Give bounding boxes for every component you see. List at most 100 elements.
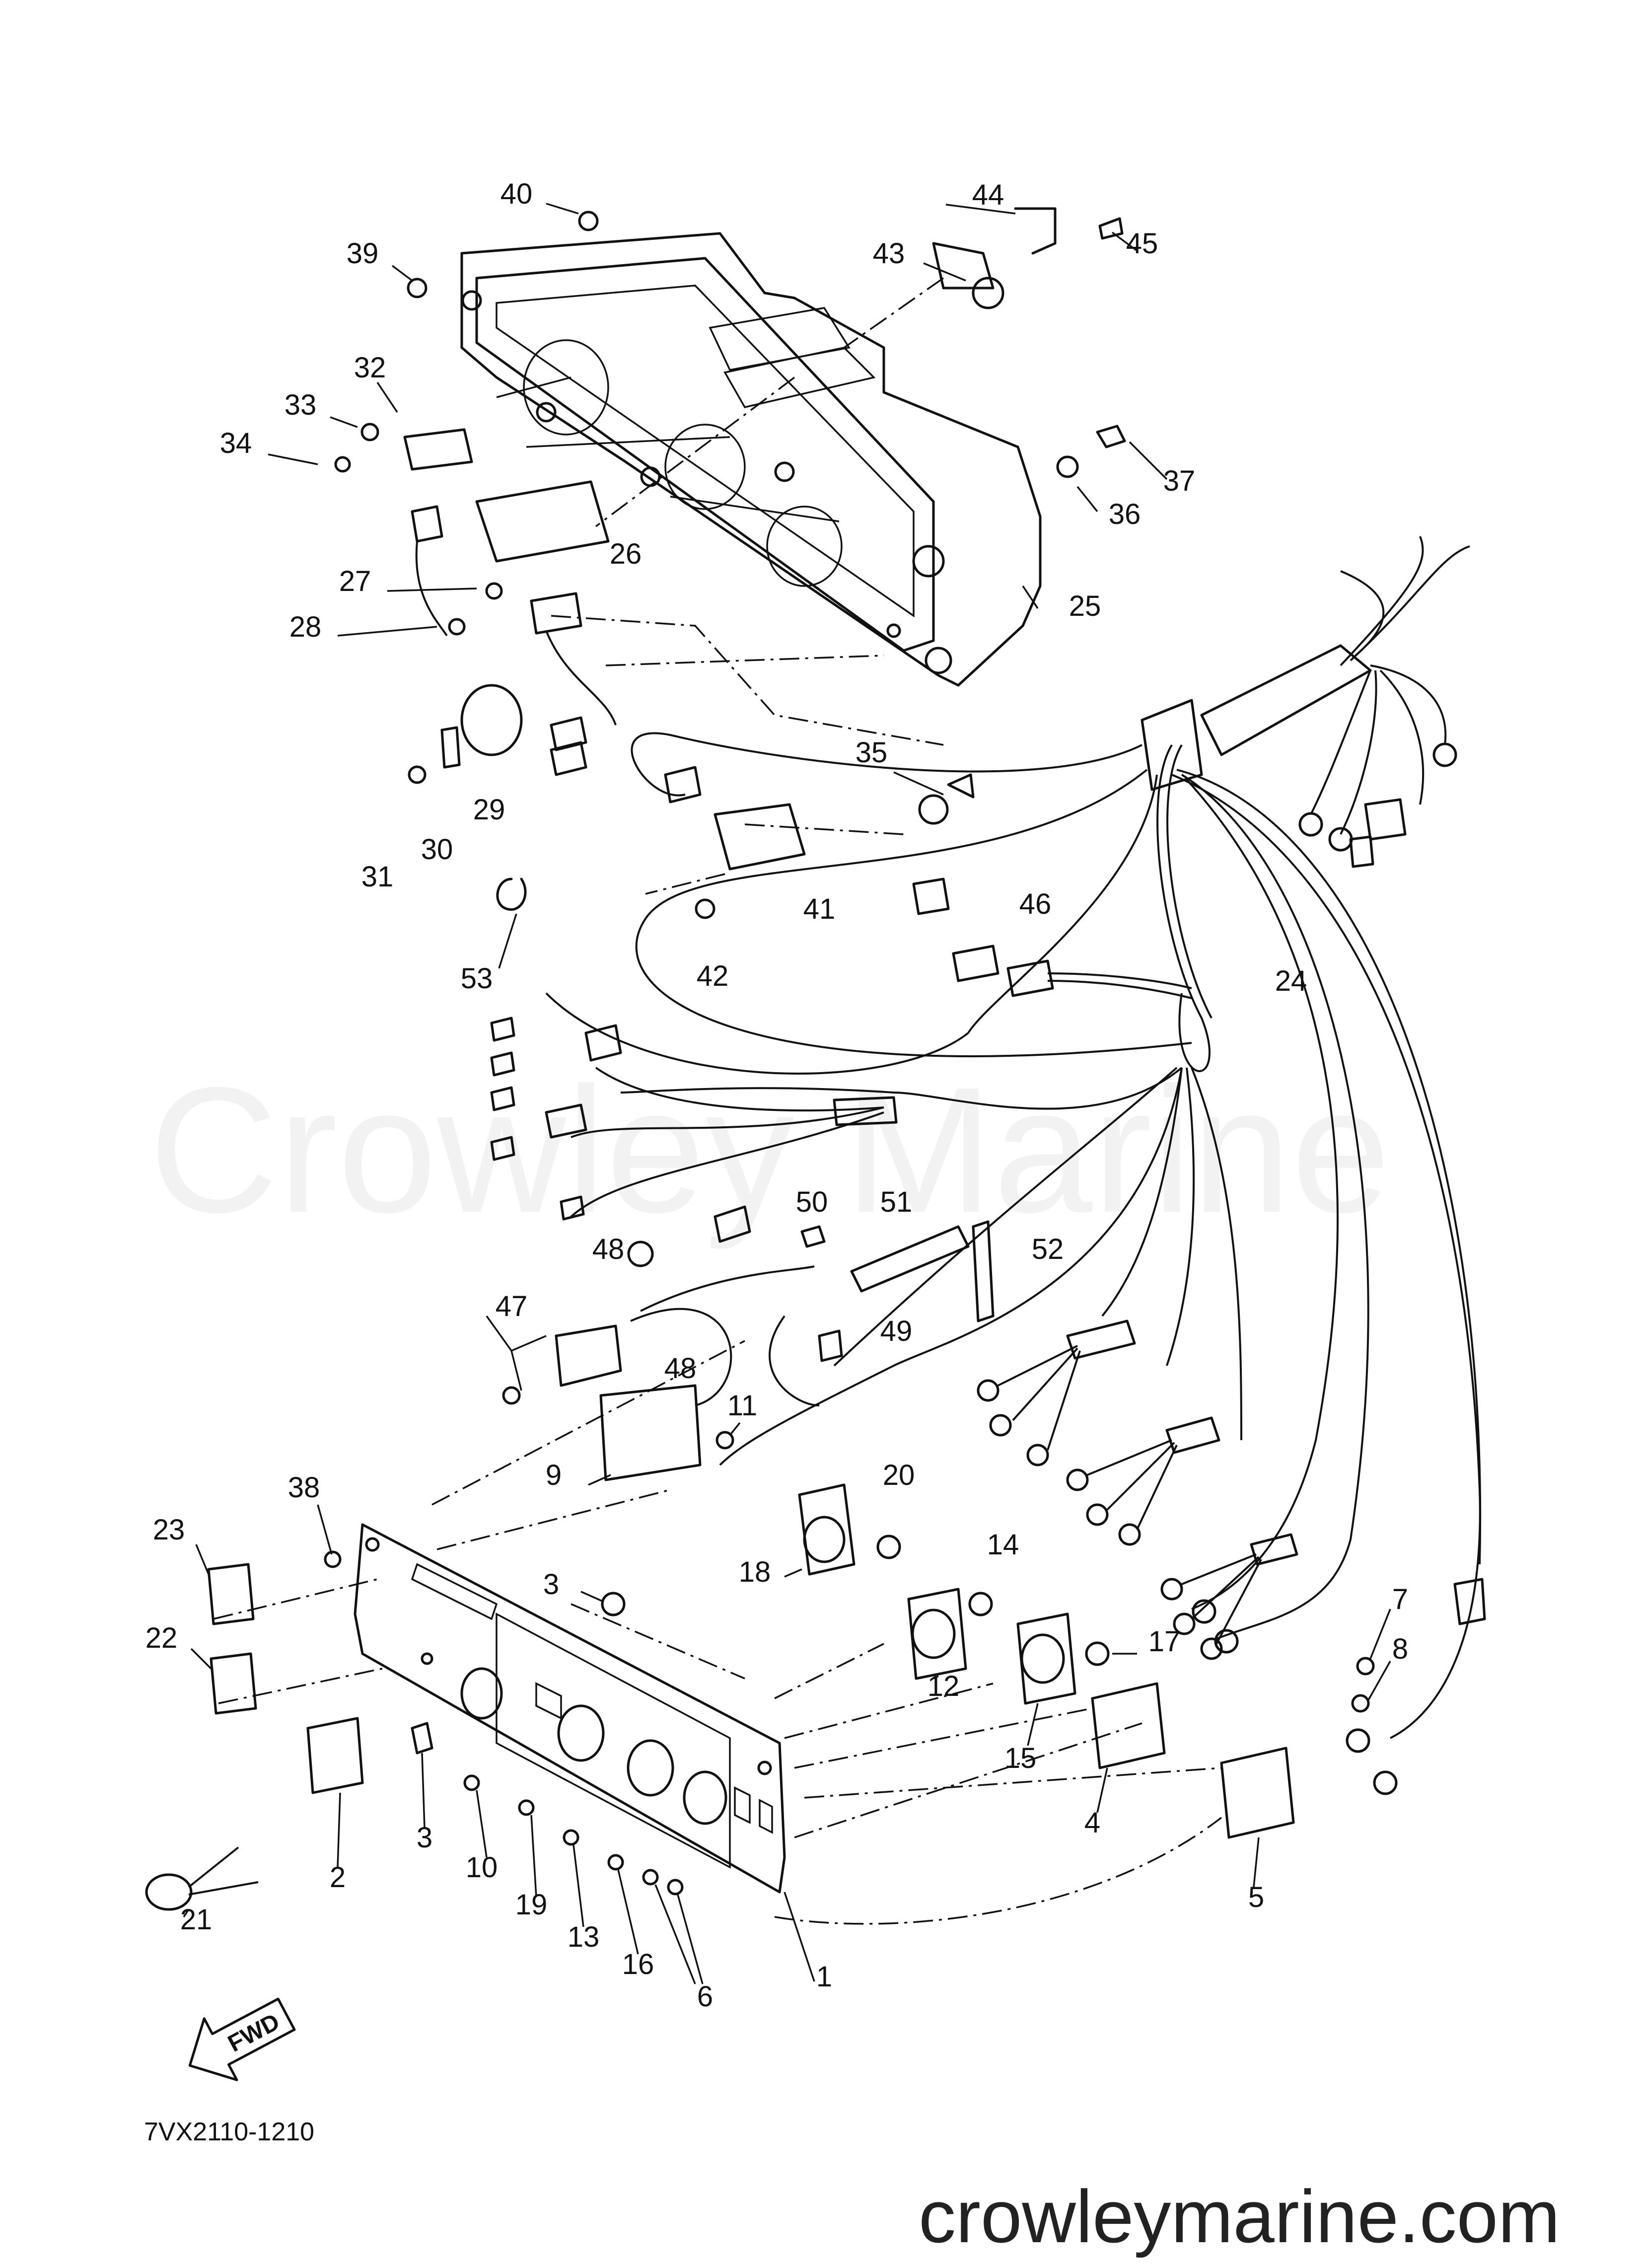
callout-52: 52 xyxy=(1032,1233,1064,1265)
tie-52-icon xyxy=(972,1220,995,1322)
callout-48: 48 xyxy=(592,1233,625,1265)
watermark-text: Crowley Marine xyxy=(149,1050,1391,1251)
callout-10: 10 xyxy=(466,1851,498,1884)
callout-45: 45 xyxy=(1126,227,1158,260)
washer-33-icon xyxy=(360,423,379,441)
switch-22-icon xyxy=(210,1652,257,1715)
callout-38: 38 xyxy=(288,1471,320,1504)
screw-6b-icon xyxy=(667,1879,684,1896)
callout-39: 39 xyxy=(347,237,379,270)
callout-19: 19 xyxy=(515,1889,548,1921)
callout-47: 47 xyxy=(496,1290,528,1322)
callout-13: 13 xyxy=(568,1921,600,1953)
callout-20: 20 xyxy=(883,1459,915,1491)
callout-3b: 3 xyxy=(417,1822,432,1854)
screw-28-icon xyxy=(448,618,466,636)
screw-38-icon xyxy=(324,1550,342,1568)
lamp-21-icon xyxy=(145,1873,193,1911)
callout-50: 50 xyxy=(796,1186,828,1218)
callout-49: 49 xyxy=(880,1315,913,1347)
callout-31: 31 xyxy=(361,861,394,893)
callout-29: 29 xyxy=(473,794,505,826)
callout-27: 27 xyxy=(339,565,371,597)
bracket-30-icon xyxy=(440,726,461,769)
callout-44: 44 xyxy=(972,179,1004,211)
callout-2: 2 xyxy=(330,1861,346,1894)
plate-32-icon xyxy=(403,428,473,471)
callout-26: 26 xyxy=(610,538,642,570)
callout-23: 23 xyxy=(153,1514,185,1546)
relay-41-icon xyxy=(714,803,806,871)
callout-24: 24 xyxy=(1275,965,1307,997)
clip-53-icon xyxy=(496,878,527,911)
washer-27-icon xyxy=(485,582,503,600)
forward-direction-arrow: FWD xyxy=(188,1997,296,2081)
breaker-5-icon xyxy=(1220,1747,1295,1839)
callout-41: 41 xyxy=(803,893,836,925)
callout-14: 14 xyxy=(987,1529,1019,1561)
washer-36-icon xyxy=(1056,455,1079,478)
callout-34: 34 xyxy=(220,427,252,459)
washer-8-icon xyxy=(1351,1694,1370,1713)
screw-16-icon xyxy=(607,1854,624,1871)
gauge-2-icon xyxy=(306,1717,364,1794)
electrical-box-housing xyxy=(460,232,1042,687)
nut-37-icon xyxy=(1096,425,1126,448)
callout-22: 22 xyxy=(145,1622,178,1654)
breaker-4-icon xyxy=(1091,1682,1166,1769)
wire-harness xyxy=(490,536,1486,1795)
outlet-9-icon xyxy=(599,1384,702,1481)
callout-36: 36 xyxy=(1109,498,1141,530)
callout-21: 21 xyxy=(180,1903,213,1936)
callout-17: 17 xyxy=(1148,1625,1181,1658)
screw-34-icon xyxy=(334,456,351,473)
callout-16: 16 xyxy=(622,1948,654,1980)
nut-40-icon xyxy=(578,211,599,231)
callout-37: 37 xyxy=(1163,465,1196,497)
callout-9: 9 xyxy=(546,1459,562,1491)
callout-12: 12 xyxy=(928,1670,960,1702)
callout-53: 53 xyxy=(461,962,493,995)
callout-43: 43 xyxy=(873,237,905,270)
callout-5: 5 xyxy=(1248,1881,1264,1913)
nut-17-icon xyxy=(1085,1641,1110,1666)
callout-4: 4 xyxy=(1084,1807,1100,1839)
callout-40: 40 xyxy=(500,178,533,210)
lower-parts xyxy=(145,277,1391,1984)
screw-39-icon xyxy=(407,278,428,298)
toggle-47-icon xyxy=(555,1324,622,1387)
screw-7-icon xyxy=(1356,1657,1375,1676)
callout-28: 28 xyxy=(289,611,322,643)
callout-18: 18 xyxy=(739,1556,771,1588)
nut-11-icon xyxy=(715,1431,734,1450)
bolt-35-icon xyxy=(947,773,975,799)
bracket-44-icon xyxy=(1014,207,1057,255)
leader-lines-upper xyxy=(268,203,1168,796)
module-26-icon xyxy=(475,480,610,563)
screw-42-icon xyxy=(695,898,715,919)
screw-49-icon xyxy=(818,1329,843,1362)
diagram-code: 7VX2110-1210 xyxy=(144,2118,314,2146)
callout-8: 8 xyxy=(1392,1633,1408,1665)
nut-14-icon xyxy=(968,1592,993,1616)
switch-23-icon xyxy=(207,1563,255,1625)
buzzer-29-icon xyxy=(460,684,523,756)
callout-48b: 48 xyxy=(664,1352,697,1385)
footer-url: crowleymarine.com xyxy=(919,2175,1560,2258)
callout-32: 32 xyxy=(354,352,386,384)
callout-42: 42 xyxy=(697,960,729,992)
mid-section-parts xyxy=(408,505,1192,1486)
screw-10-icon xyxy=(463,1774,480,1791)
callout-33: 33 xyxy=(285,389,317,421)
switch-43-icon xyxy=(932,242,995,290)
nut-3-icon xyxy=(601,1592,626,1616)
connector-46-icon xyxy=(952,945,999,982)
screw-31-icon xyxy=(408,765,427,784)
connector-icon xyxy=(411,505,443,543)
callout-30: 30 xyxy=(421,833,453,866)
callout-1: 1 xyxy=(816,1961,832,1993)
upper-hardware xyxy=(334,207,1126,825)
outlet-15-icon xyxy=(1016,1612,1076,1705)
